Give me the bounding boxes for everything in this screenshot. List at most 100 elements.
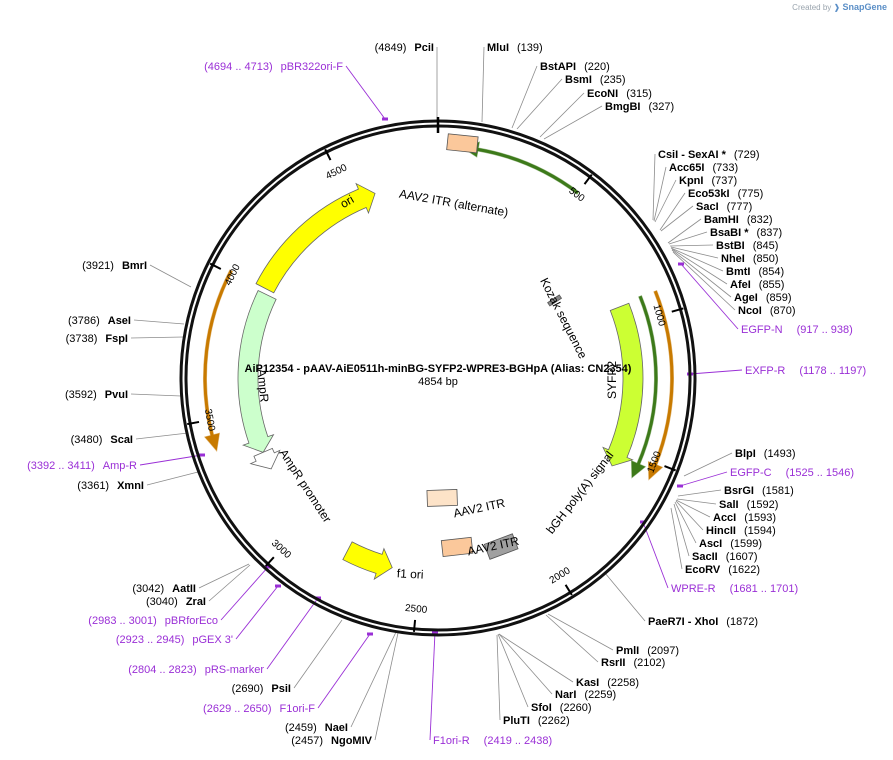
tick-label: 2000 — [548, 565, 573, 586]
site-leader-line — [667, 218, 702, 244]
site-leader-line — [668, 231, 708, 245]
primer-label[interactable]: (2804 .. 2823)pRS-marker — [128, 664, 264, 676]
feature-arrow-syfp2[interactable] — [602, 302, 644, 467]
restriction-site-label[interactable]: Acc65I(733) — [669, 162, 738, 174]
restriction-site-label[interactable]: Eco53kI(775) — [688, 188, 763, 200]
restriction-site-label[interactable]: (3592)PvuI — [65, 389, 128, 401]
restriction-site-label[interactable]: (2690)PsiI — [232, 683, 291, 695]
restriction-site-label[interactable]: AccI(1593) — [713, 512, 776, 524]
tick-label: 4000 — [223, 262, 243, 287]
restriction-site-label[interactable]: BmtI(854) — [726, 266, 784, 278]
primer-marker — [367, 632, 373, 636]
primer-label[interactable]: EGFP-C(1525 .. 1546) — [730, 467, 854, 479]
restriction-site-label[interactable]: SacI(777) — [696, 201, 752, 213]
primer-leader-line — [266, 597, 319, 670]
restriction-site-label[interactable]: (3040)ZraI — [146, 596, 206, 608]
restriction-site-label[interactable]: BsaBI *(837) — [710, 227, 782, 239]
restriction-site-label[interactable]: MluI(139) — [487, 42, 543, 54]
feature-box-0[interactable] — [446, 133, 479, 154]
site-leader-line — [130, 393, 182, 397]
snapgene-logo-icon: ❱ — [833, 3, 841, 12]
site-leader-line — [659, 192, 686, 231]
orf-arrow[interactable] — [647, 290, 674, 481]
restriction-site-label[interactable]: RsrII(2102) — [601, 657, 665, 669]
primer-marker — [432, 630, 438, 634]
site-leader-line — [654, 179, 677, 223]
feature-arrow-f1-ori[interactable] — [342, 541, 393, 581]
primer-leader-line — [680, 263, 739, 330]
restriction-site-label[interactable]: (3921)BmrI — [82, 260, 147, 272]
primer-label[interactable]: (4694 .. 4713)pBR322ori-F — [204, 61, 343, 73]
site-leader-line — [670, 246, 719, 259]
restriction-site-label[interactable]: AfeI(855) — [730, 279, 784, 291]
feature-label: ori — [338, 192, 357, 211]
primer-label[interactable]: (2983 .. 3001)pBRforEco — [88, 615, 218, 627]
primer-label[interactable]: WPRE-R(1681 .. 1701) — [671, 583, 798, 595]
restriction-site-label[interactable]: (2457)NgoMIV — [291, 735, 372, 747]
restriction-site-label[interactable]: (3738)FspI — [66, 333, 128, 345]
restriction-site-label[interactable]: PluTI(2262) — [503, 715, 570, 727]
primer-label[interactable]: EXFP-R(1178 .. 1197) — [745, 365, 866, 377]
restriction-site-label[interactable]: AscI(1599) — [699, 538, 762, 550]
restriction-site-label[interactable]: BsrGI(1581) — [724, 485, 794, 497]
feature-box-3[interactable] — [483, 533, 519, 560]
restriction-site-label[interactable]: (3361)XmnI — [77, 480, 144, 492]
tick-mark — [264, 556, 275, 567]
site-leader-line — [672, 251, 736, 311]
primer-leader-line — [235, 585, 279, 640]
primer-label[interactable]: EGFP-N(917 .. 938) — [741, 324, 853, 336]
restriction-site-label[interactable]: BmgBI(327) — [605, 101, 674, 113]
restriction-site-label[interactable]: NarI(2259) — [555, 689, 616, 701]
restriction-site-label[interactable]: (4849)PciI — [375, 42, 434, 54]
restriction-site-label[interactable]: SalI(1592) — [719, 499, 778, 511]
restriction-site-label[interactable]: NheI(850) — [721, 253, 779, 265]
primer-leader-line — [689, 369, 743, 375]
primer-label[interactable]: (3392 .. 3411)Amp-R — [27, 460, 137, 472]
site-leader-line — [671, 248, 728, 285]
credit-brand: SnapGene — [842, 2, 887, 12]
restriction-site-label[interactable]: PmlI(2097) — [616, 645, 679, 657]
primer-label[interactable]: (2629 .. 2650)F1ori-F — [203, 703, 315, 715]
site-leader-line — [674, 501, 697, 544]
restriction-site-label[interactable]: (3786)AseI — [68, 315, 131, 327]
restriction-site-label[interactable]: HincII(1594) — [706, 525, 776, 537]
restriction-site-label[interactable]: EcoRV(1622) — [685, 564, 760, 576]
site-leader-line — [543, 105, 603, 140]
restriction-site-label[interactable]: SacII(1607) — [692, 551, 757, 563]
site-leader-line — [350, 631, 397, 728]
feature-arrow-ori[interactable] — [255, 182, 376, 294]
restriction-site-label[interactable]: KasI(2258) — [576, 677, 639, 689]
orf-arrow[interactable] — [203, 269, 234, 452]
restriction-site-label[interactable]: (3042)AatII — [132, 583, 196, 595]
restriction-site-label[interactable]: BsmI(235) — [565, 74, 626, 86]
primer-label[interactable]: (2923 .. 2945)pGEX 3' — [116, 634, 233, 646]
restriction-site-label[interactable]: (2459)NaeI — [285, 722, 348, 734]
restriction-site-label[interactable]: SfoI(2260) — [531, 702, 592, 714]
credit-badge: Created by ❱ SnapGene — [792, 2, 887, 12]
restriction-site-label[interactable]: KpnI(737) — [679, 175, 737, 187]
restriction-site-label[interactable]: BlpI(1493) — [735, 448, 796, 460]
site-leader-line — [146, 471, 199, 486]
orf-arrow[interactable] — [631, 295, 658, 479]
site-leader-line — [374, 632, 399, 741]
primer-marker — [275, 584, 281, 588]
orf-arrow[interactable] — [460, 141, 580, 195]
restriction-site-label[interactable]: (3480)ScaI — [71, 434, 133, 446]
site-leader-line — [671, 249, 732, 298]
feature-box-1[interactable] — [426, 488, 458, 507]
site-leader-line — [198, 563, 250, 589]
restriction-site-label[interactable]: PaeR7I - XhoI(1872) — [648, 616, 758, 628]
restriction-site-label[interactable]: BstAPI(220) — [540, 61, 610, 73]
feature-arrow-ampr-promoter[interactable] — [249, 447, 281, 470]
feature-box-4[interactable] — [547, 294, 563, 307]
restriction-site-label[interactable]: BstBI(845) — [716, 240, 778, 252]
site-leader-line — [669, 244, 714, 247]
restriction-site-label[interactable]: EcoNI(315) — [587, 88, 652, 100]
restriction-site-label[interactable]: CsiI - SexAI *(729) — [658, 149, 760, 161]
restriction-site-label[interactable]: BamHI(832) — [704, 214, 773, 226]
primer-label[interactable]: F1ori-R(2419 .. 2438) — [433, 735, 552, 747]
tick-mark — [209, 262, 222, 270]
feature-box-2[interactable] — [440, 536, 474, 558]
restriction-site-label[interactable]: AgeI(859) — [734, 292, 792, 304]
restriction-site-label[interactable]: NcoI(870) — [738, 305, 796, 317]
